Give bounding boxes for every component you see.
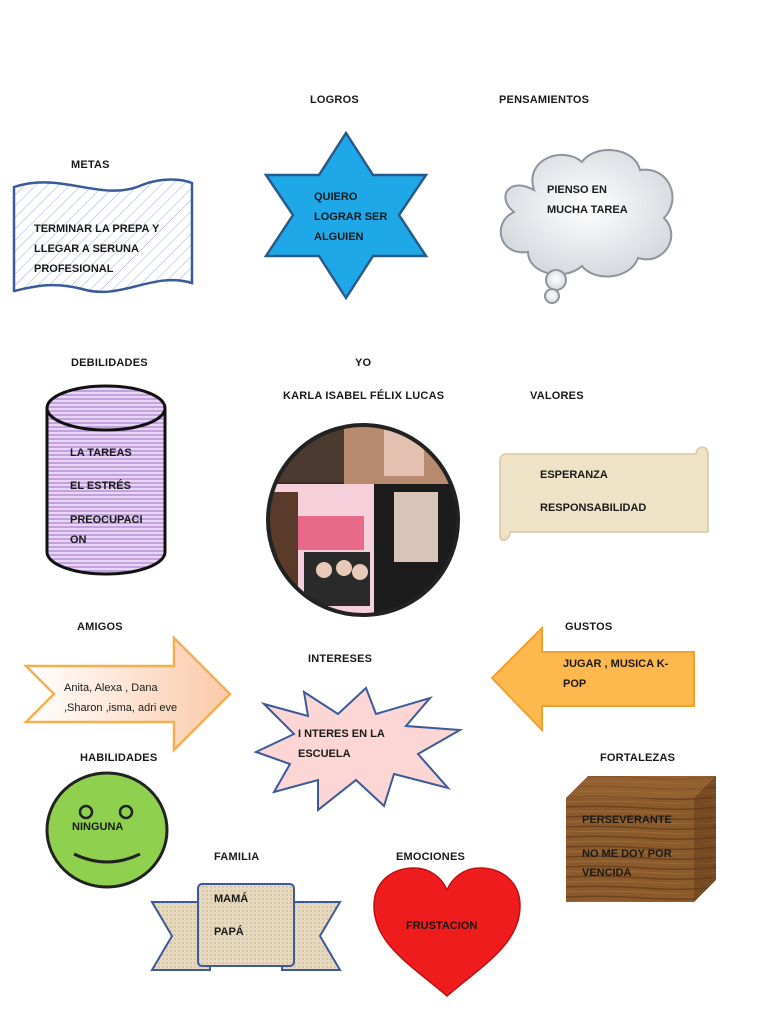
logros-line-3: ALGUIEN xyxy=(314,231,364,243)
thought-cloud-shape xyxy=(499,149,674,304)
intereses-title: INTERESES xyxy=(308,653,373,665)
cylinder-shape xyxy=(45,384,167,576)
fortalezas-item-1: PERSEVERANTE xyxy=(582,814,672,826)
metas-line-2: LLEGAR A SERUNA xyxy=(34,243,139,255)
intereses-burst: I NTERES EN LA ESCUELA xyxy=(253,684,464,814)
pensamientos-cloud: PIENSO EN MUCHA TAREA xyxy=(494,140,680,310)
emociones-title: EMOCIONES xyxy=(396,851,466,863)
wood-cube-shape xyxy=(566,776,716,902)
metas-line-3: PROFESIONAL xyxy=(34,263,114,275)
amigos-line-2: ,Sharon ,isma, adri eve xyxy=(64,702,178,714)
amigos-arrow: Anita, Alexa , Dana ,Sharon ,isma, adri … xyxy=(22,634,234,754)
valores-item-1: ESPERANZA xyxy=(540,469,608,481)
intereses-line-2: ESCUELA xyxy=(298,748,351,760)
gustos-line-2: POP xyxy=(563,678,587,690)
pensamientos-line-1: PIENSO EN xyxy=(547,184,607,196)
logros-title: LOGROS xyxy=(310,94,359,106)
habilidades-value: NINGUNA xyxy=(72,821,124,833)
familia-item-2: PAPÁ xyxy=(214,926,244,938)
logros-line-1: QUIERO xyxy=(314,191,358,203)
metas-banner: TERMINAR LA PREPA Y LLEGAR A SERUNA PROF… xyxy=(12,175,194,299)
explosion-shape xyxy=(253,686,464,813)
pensamientos-line-2: MUCHA TAREA xyxy=(547,204,628,216)
heart-icon xyxy=(373,867,521,997)
amigos-line-1: Anita, Alexa , Dana xyxy=(64,682,158,694)
emociones-heart: FRUSTACION xyxy=(372,866,522,1000)
fortalezas-item-2b: VENCIDA xyxy=(582,867,632,879)
right-arrow-shape xyxy=(22,634,232,754)
debilidades-cylinder: LA TAREAS EL ESTRÉS PREOCUPACI ON xyxy=(44,382,168,578)
familia-ribbon: MAMÁ PAPÁ xyxy=(150,882,342,978)
fortalezas-item-2a: NO ME DOY POR xyxy=(582,848,672,860)
scroll-shape xyxy=(499,446,709,542)
smiley-face-icon xyxy=(45,771,169,889)
habilidades-smiley: NINGUNA xyxy=(44,770,170,890)
gustos-title: GUSTOS xyxy=(565,621,613,633)
metas-title: METAS xyxy=(71,159,110,171)
logros-star: QUIERO LOGRAR SER ALGUIEN xyxy=(263,130,429,301)
star-shape xyxy=(263,130,429,301)
fortalezas-cube: PERSEVERANTE NO ME DOY POR VENCIDA xyxy=(564,774,718,904)
valores-scroll: ESPERANZA RESPONSABILIDAD xyxy=(496,440,710,550)
familia-item-1: MAMÁ xyxy=(214,893,249,905)
valores-title: VALORES xyxy=(530,390,584,402)
amigos-title: AMIGOS xyxy=(77,621,123,633)
logros-line-2: LOGRAR SER xyxy=(314,211,388,223)
fortalezas-title: FORTALEZAS xyxy=(600,752,676,764)
habilidades-title: HABILIDADES xyxy=(80,752,158,764)
photo-collage-image xyxy=(266,423,460,617)
intereses-line-1: I NTERES EN LA xyxy=(298,728,385,740)
yo-photo-circle xyxy=(264,422,462,618)
yo-title: YO xyxy=(355,357,372,369)
debilidades-item-1: LA TAREAS xyxy=(70,447,132,459)
metas-line-1: TERMINAR LA PREPA Y xyxy=(34,223,160,235)
left-arrow-shape xyxy=(490,625,695,733)
yo-name: KARLA ISABEL FÉLIX LUCAS xyxy=(283,390,445,402)
debilidades-title: DEBILIDADES xyxy=(71,357,148,369)
pensamientos-title: PENSAMIENTOS xyxy=(499,94,590,106)
wavy-banner-shape xyxy=(12,178,194,294)
debilidades-item-3b: ON xyxy=(70,534,87,546)
valores-item-2: RESPONSABILIDAD xyxy=(540,502,647,514)
gustos-line-1: JUGAR , MUSICA K- xyxy=(563,658,669,670)
familia-title: FAMILIA xyxy=(214,851,260,863)
ribbon-banner-shape xyxy=(150,883,342,971)
gustos-arrow: JUGAR , MUSICA K- POP xyxy=(490,625,696,733)
emociones-value: FRUSTACION xyxy=(406,920,478,932)
debilidades-item-3a: PREOCUPACI xyxy=(70,514,143,526)
debilidades-item-2: EL ESTRÉS xyxy=(70,480,131,492)
